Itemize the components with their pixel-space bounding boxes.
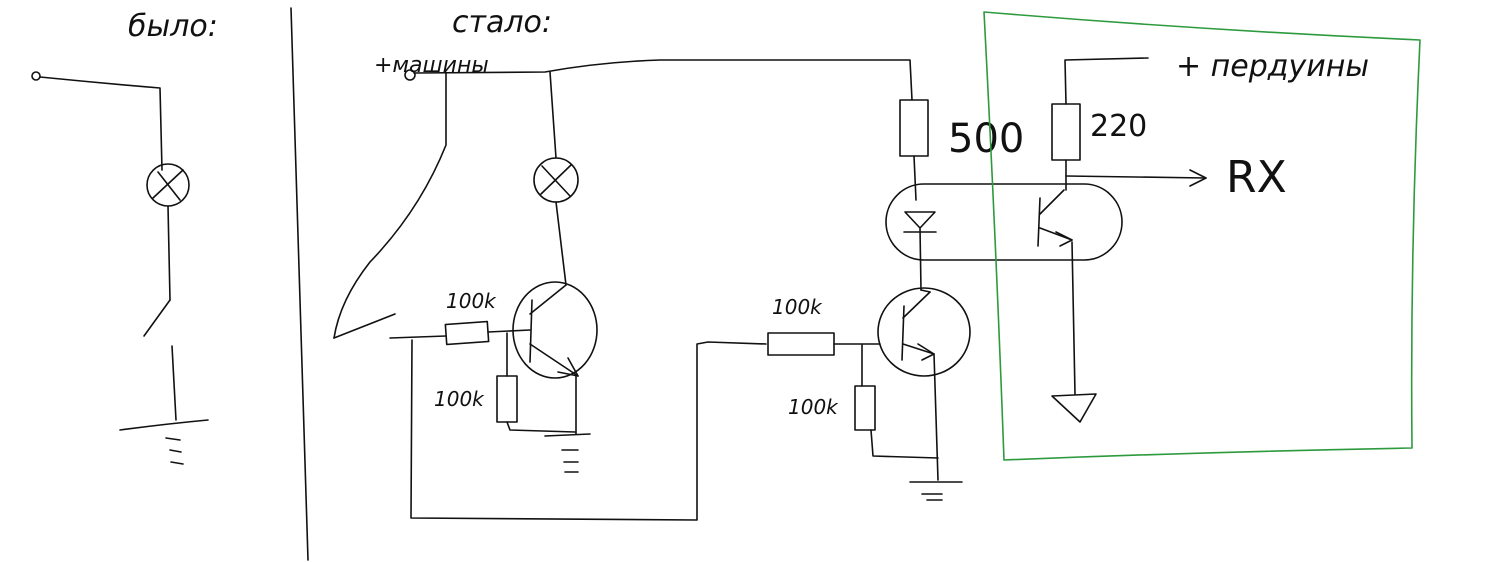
r4-to-ground-wire — [870, 429, 939, 459]
resistor-r3 — [767, 332, 835, 356]
resistor-r1 — [444, 320, 490, 346]
rx-output-wire — [1065, 175, 1207, 179]
ground-3 — [1051, 393, 1097, 423]
before-circuit: было: — [31, 9, 218, 465]
before-wire-top — [39, 76, 163, 171]
after-lamp — [533, 157, 579, 203]
resistor-r4 — [854, 385, 876, 431]
r3-label: 100k — [772, 295, 823, 319]
arduino-plus-wire — [1064, 57, 1149, 105]
r2-to-ground-wire — [506, 421, 576, 433]
after-circuit: стало: +машины 100k — [333, 5, 1421, 521]
before-label: было: — [128, 9, 218, 44]
r5-to-led-wire — [913, 155, 917, 201]
phototransistor-emitter-wire — [1071, 241, 1076, 395]
r5-label: 500 — [948, 116, 1024, 162]
r2-label: 100k — [434, 387, 485, 411]
resistor-r6 — [1051, 103, 1081, 161]
lamp-feed-wire — [549, 71, 557, 159]
transistor-1 — [512, 281, 598, 379]
top-rail-wire — [413, 59, 913, 101]
transistor-2 — [877, 287, 971, 377]
r6-label: 220 — [1090, 109, 1147, 144]
before-wire-mid — [167, 205, 171, 301]
led-to-collector-wire — [920, 289, 931, 293]
signal-loop-wire — [410, 339, 767, 521]
emitter2-to-ground-wire — [933, 353, 939, 481]
arduino-plus-label: + пердуины — [1176, 49, 1369, 84]
before-ground — [119, 419, 209, 465]
r1-to-base-wire — [487, 329, 531, 333]
opto-led — [903, 211, 937, 291]
ground-2 — [909, 481, 963, 501]
arduino-isolation-box — [983, 11, 1421, 461]
resistor-r5 — [899, 99, 929, 157]
after-label: стало: — [452, 5, 552, 40]
r1-label: 100k — [446, 289, 497, 313]
ground-1 — [544, 433, 591, 473]
switch-feed-wire — [333, 72, 447, 339]
divider-line — [290, 7, 309, 561]
rx-arrow-icon — [1189, 169, 1207, 187]
car-plus-terminal — [404, 69, 416, 81]
optocoupler — [885, 183, 1123, 291]
car-plus-label: +машины — [374, 53, 489, 78]
before-wire-bottom — [171, 345, 177, 421]
before-lamp — [146, 163, 190, 207]
opto-phototransistor — [1037, 189, 1073, 247]
r4-label: 100k — [788, 395, 839, 419]
rx-label: RX — [1226, 152, 1287, 203]
resistor-r2 — [496, 375, 518, 423]
before-terminal — [31, 71, 41, 81]
lamp-to-collector-wire — [555, 201, 567, 286]
after-switch — [333, 313, 396, 339]
before-switch — [143, 299, 171, 337]
switch-out-wire — [389, 335, 447, 339]
